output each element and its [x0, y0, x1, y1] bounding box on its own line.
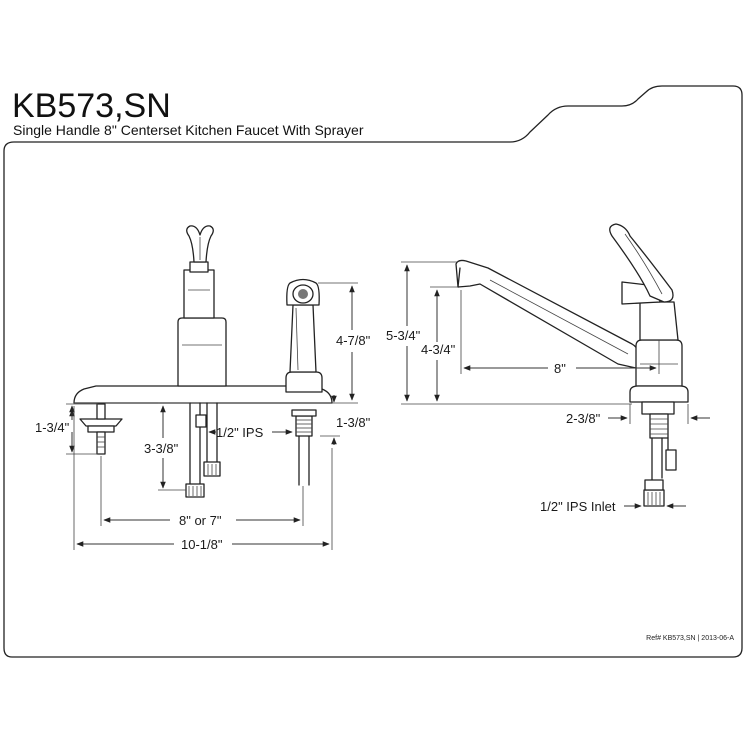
- side-view: 5-3/4" 4-3/4" 8" 2-3/8" 1/2" IPS Inlet: [386, 223, 710, 514]
- side-body: [609, 223, 689, 403]
- dim-overall-height: 5-3/4": [386, 328, 421, 343]
- product-title: KB573,SN: [12, 87, 171, 125]
- dim-supply-thread: 1/2" IPS: [216, 425, 264, 440]
- dim-spout-reach: 8": [554, 361, 566, 376]
- dim-deck-mount: 1-3/4": [35, 420, 70, 435]
- dim-inlet-thread: 1/2" IPS Inlet: [540, 499, 616, 514]
- sheet-frame: [3, 85, 743, 658]
- dim-center-spacing: 8" or 7": [179, 513, 222, 528]
- faucet-body: [177, 225, 227, 387]
- dim-sprayer-height: 4-7/8": [336, 333, 371, 348]
- reference-code: Ref# KB573,SN | 2013-06-A: [646, 635, 734, 642]
- dim-spout-height: 4-3/4": [421, 342, 456, 357]
- dim-overall-width: 10-1/8": [181, 537, 223, 552]
- spout: [455, 259, 640, 369]
- product-subtitle: Single Handle 8" Centerset Kitchen Fauce…: [13, 122, 364, 138]
- side-lever: [609, 223, 674, 303]
- supply-lines: [185, 402, 221, 498]
- dim-sprayer-shank: 1-3/8": [336, 415, 371, 430]
- side-hardware: [641, 401, 677, 507]
- sprayer: [285, 278, 323, 486]
- front-view: 1-3/4" 3-3/8" 1/2" IPS 4-7/8" 1-3/8" 8" …: [35, 225, 371, 552]
- left-mount: [79, 403, 123, 455]
- dim-base-diameter: 2-3/8": [566, 411, 601, 426]
- dim-shank-length: 3-3/8": [144, 441, 179, 456]
